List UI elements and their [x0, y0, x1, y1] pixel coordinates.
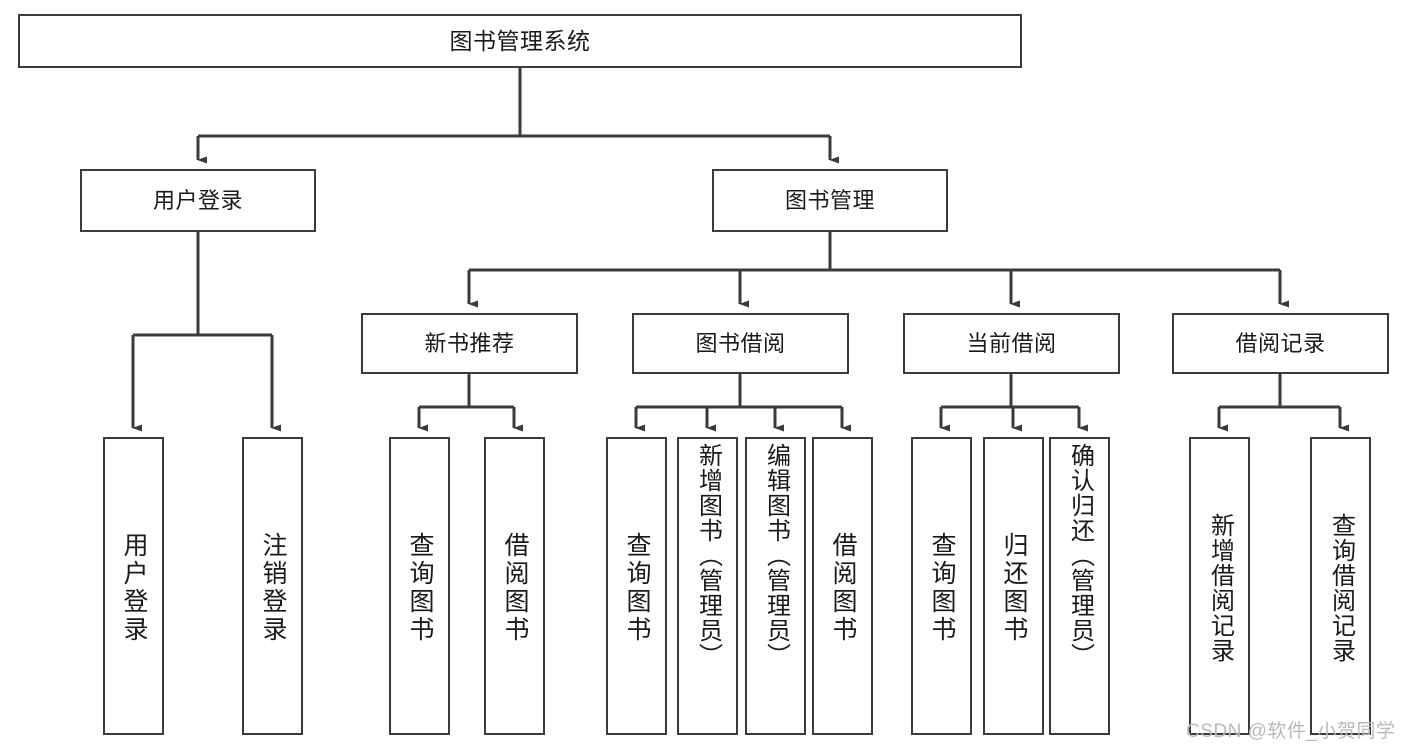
node-new-book-recommend[interactable]: 新书推荐 — [361, 313, 578, 374]
node-leaf-query-book-borrow-label: 查询图书 — [623, 532, 651, 644]
edge-current-borrow-to-leaves — [939, 374, 1089, 432]
node-leaf-query-book-borrow[interactable]: 查询图书 — [606, 437, 667, 735]
watermark-text: CSDN @软件_小贺同学 — [1186, 721, 1396, 742]
node-leaf-user-login[interactable]: 用户登录 — [103, 437, 164, 735]
node-leaf-edit-book-admin[interactable]: 编辑图书（管理员） — [745, 437, 806, 735]
node-book-management[interactable]: 图书管理 — [712, 169, 948, 232]
node-current-borrow-label: 当前借阅 — [966, 330, 1057, 356]
node-leaf-return-book-label: 归还图书 — [1000, 532, 1028, 644]
node-leaf-query-book-current[interactable]: 查询图书 — [911, 437, 972, 735]
node-leaf-confirm-return-admin[interactable]: 确认归还（管理员） — [1049, 437, 1110, 735]
node-leaf-borrow-book-label: 借阅图书 — [829, 532, 857, 644]
node-leaf-query-book-recommend[interactable]: 查询图书 — [389, 437, 450, 735]
node-root-label: 图书管理系统 — [449, 27, 591, 54]
node-leaf-query-book-recommend-label: 查询图书 — [406, 532, 434, 644]
node-leaf-query-borrow-record[interactable]: 查询借阅记录 — [1310, 437, 1371, 735]
node-leaf-query-borrow-record-label: 查询借阅记录 — [1327, 513, 1355, 663]
node-leaf-edit-book-admin-label: 编辑图书（管理员） — [762, 443, 790, 668]
node-leaf-borrow-book-recommend-label: 借阅图书 — [501, 532, 529, 644]
node-borrow-record-label: 借阅记录 — [1235, 330, 1326, 356]
node-new-book-recommend-label: 新书推荐 — [424, 330, 515, 356]
node-leaf-add-book-admin-label: 新增图书（管理员） — [694, 443, 722, 668]
node-borrow-record[interactable]: 借阅记录 — [1172, 313, 1389, 374]
edge-root-to-level1 — [196, 68, 840, 164]
edge-new-book-to-leaves — [417, 374, 524, 432]
node-user-login[interactable]: 用户登录 — [80, 169, 316, 232]
node-leaf-add-book-admin[interactable]: 新增图书（管理员） — [677, 437, 738, 735]
node-leaf-add-borrow-record-label: 新增借阅记录 — [1206, 513, 1234, 663]
node-book-borrow-label: 图书借阅 — [695, 330, 786, 356]
node-leaf-return-book[interactable]: 归还图书 — [983, 437, 1044, 735]
node-root[interactable]: 图书管理系统 — [18, 14, 1022, 68]
edge-user-login-to-leaves — [131, 232, 282, 432]
edge-book-manage-to-level2 — [467, 232, 1290, 308]
node-leaf-add-borrow-record[interactable]: 新增借阅记录 — [1189, 437, 1250, 735]
node-leaf-user-login-label: 用户登录 — [120, 532, 148, 644]
node-current-borrow[interactable]: 当前借阅 — [903, 313, 1120, 374]
node-book-management-label: 图书管理 — [784, 187, 875, 213]
node-leaf-logout[interactable]: 注销登录 — [242, 437, 303, 735]
node-leaf-confirm-return-admin-label: 确认归还（管理员） — [1066, 443, 1094, 668]
node-leaf-query-book-current-label: 查询图书 — [928, 532, 956, 644]
node-leaf-borrow-book-recommend[interactable]: 借阅图书 — [484, 437, 545, 735]
node-book-borrow[interactable]: 图书借阅 — [632, 313, 849, 374]
edge-book-borrow-to-leaves — [634, 374, 852, 432]
node-leaf-borrow-book[interactable]: 借阅图书 — [812, 437, 873, 735]
edge-borrow-record-to-leaves — [1217, 374, 1350, 432]
node-leaf-logout-label: 注销登录 — [259, 532, 287, 644]
node-user-login-label: 用户登录 — [152, 187, 243, 213]
